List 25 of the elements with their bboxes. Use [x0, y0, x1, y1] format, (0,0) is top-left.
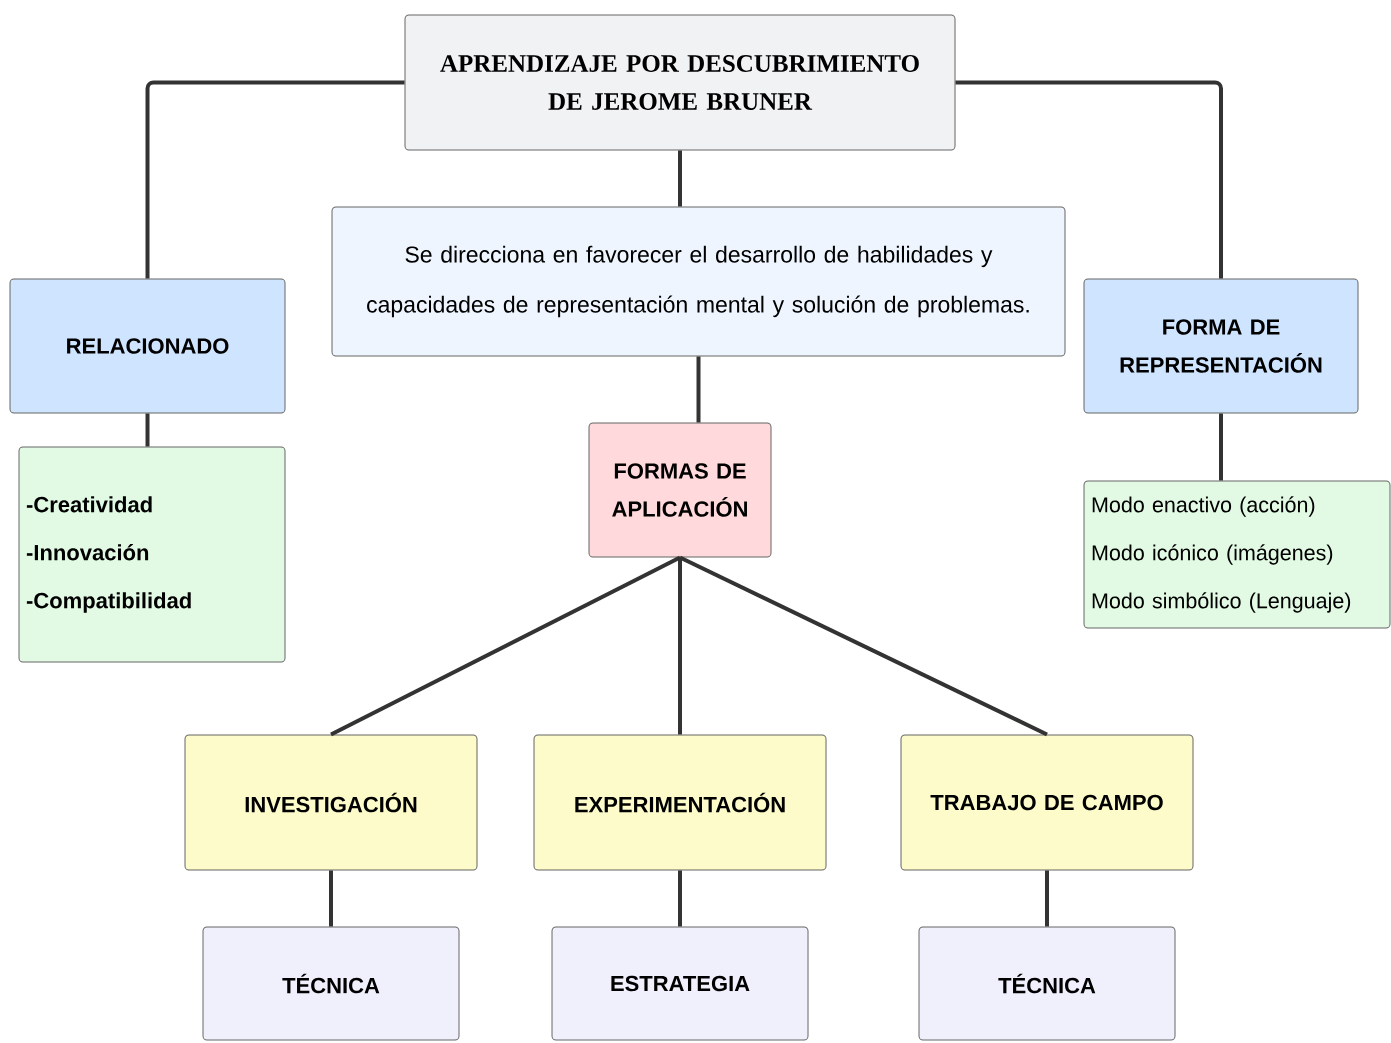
connector-line: [329, 870, 333, 927]
process-box: TÉCNICA: [918, 926, 1176, 1041]
topic-box: FORMAS DE APLICACIÓN: [588, 422, 772, 558]
connector-line: [696, 356, 701, 423]
connector-line: [678, 870, 682, 927]
connector-line: [678, 557, 682, 735]
topic-box: FORMA DE REPRESENTACIÓN: [1083, 278, 1359, 414]
connector-line: [330, 555, 681, 737]
process-box: INVESTIGACIÓN: [184, 734, 478, 871]
connector-line: [955, 80, 1223, 279]
connector-line: [145, 413, 150, 447]
process-box: TRABAJO DE CAMPO: [900, 734, 1194, 871]
text-box: Se direcciona en favorecer el desarrollo de habilidades y capacidades de representación mental y solución de problemas.: [331, 206, 1066, 357]
list-box: -Creatividad -Innovación -Compatibilidad: [18, 446, 286, 663]
connector-line: [1219, 413, 1223, 481]
list-box: Modo enactivo (acción) Modo icónico (imágenes) Modo simbólico (Lenguaje): [1083, 480, 1391, 629]
process-box: TÉCNICA: [202, 926, 460, 1041]
topic-box: RELACIONADO: [9, 278, 286, 414]
connector-line: [1045, 870, 1049, 927]
connector-line: [678, 150, 682, 207]
connector-line: [145, 80, 405, 279]
title-box: APRENDIZAJE POR DESCUBRIMIENTO DE JEROME BRUNER: [404, 14, 956, 151]
process-box: EXPERIMENTACIÓN: [533, 734, 827, 871]
process-box: ESTRATEGIA: [551, 926, 809, 1041]
connector-line: [679, 555, 1048, 737]
